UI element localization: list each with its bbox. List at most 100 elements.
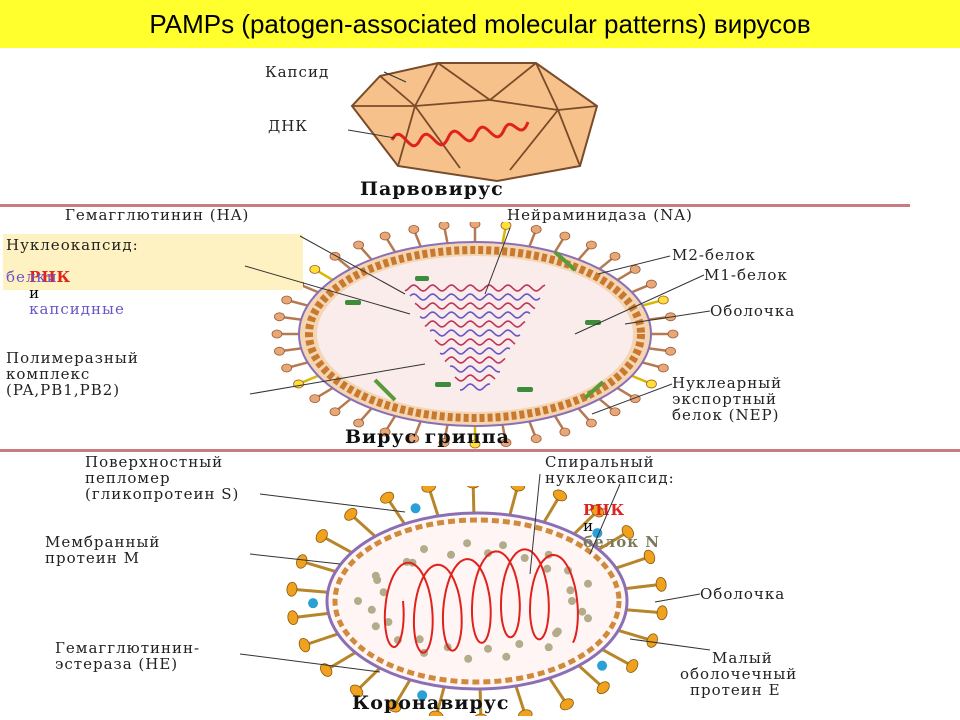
- s-spike-head: [559, 698, 574, 711]
- capsid-outline: [350, 62, 599, 183]
- s-spike: [577, 664, 605, 689]
- label-helical-1: Спиральный: [545, 453, 655, 471]
- s-spike: [301, 560, 337, 573]
- label-dna: ДНК: [268, 117, 308, 135]
- label-envelope-flu: Оболочка: [710, 302, 796, 320]
- rna-segment: [454, 374, 496, 382]
- n-protein: [584, 614, 592, 623]
- parvovirus-drawing: [347, 62, 599, 183]
- he-protein: [417, 690, 428, 701]
- n-protein: [566, 586, 575, 595]
- label-capsid: Капсид: [265, 63, 330, 81]
- n-protein: [463, 539, 472, 548]
- ha-spike-head: [309, 394, 321, 404]
- label-polymerase-1: Полимеразный: [6, 349, 139, 367]
- s-spike-head: [298, 637, 311, 653]
- label-capsid-proteins-2: белки: [6, 268, 58, 286]
- rna-segment: [419, 311, 531, 319]
- influenza-spikes: [271, 222, 679, 449]
- label-envelope-cov: Оболочка: [700, 585, 786, 603]
- label-polymerase-2: комплекс: [6, 365, 91, 383]
- n-protein: [367, 605, 376, 614]
- n-protein: [568, 597, 576, 605]
- ha-spike-head: [559, 427, 571, 437]
- m1-protein: [345, 300, 361, 305]
- n-protein: [371, 571, 380, 580]
- s-spike-head: [315, 529, 328, 543]
- s-spike-head: [465, 486, 481, 489]
- m1-protein: [435, 382, 451, 387]
- influenza-pointers: [244, 227, 711, 415]
- label-rna: РНК: [29, 268, 72, 286]
- n-protein: [502, 652, 511, 661]
- ha-spike-head: [379, 231, 391, 241]
- label-nucleocapsid: Нуклеокапсид:: [6, 236, 139, 254]
- ha-spike-head: [408, 224, 420, 234]
- he-protein: [308, 598, 319, 609]
- divider-2: [0, 449, 960, 452]
- label-peplomer-3: (гликопротеин S): [85, 485, 240, 503]
- s-spike-head: [510, 486, 526, 492]
- n-protein: [584, 579, 592, 588]
- ha-spike-head: [665, 346, 676, 356]
- m1-protein: [415, 276, 429, 281]
- dna-pointer: [347, 129, 396, 139]
- coronavirus-drawing: [286, 486, 668, 716]
- n-protein: [515, 640, 524, 648]
- m1-protein: [517, 387, 533, 392]
- label-e-1: Малый: [712, 649, 773, 667]
- ha-spike-head: [646, 279, 657, 289]
- label-e-2: оболочечный: [680, 665, 798, 683]
- n-protein: [384, 618, 393, 626]
- ha-spike-head: [309, 264, 321, 274]
- label-helical-2: нуклеокапсид:: [545, 469, 675, 487]
- rna-segment: [404, 284, 546, 292]
- label-nep-1: Нуклеарный: [672, 374, 783, 392]
- n-protein: [354, 597, 362, 605]
- s-spike: [321, 534, 353, 554]
- s-spike-head: [626, 659, 639, 673]
- ha-spike-head: [500, 222, 512, 230]
- label-membrane-1: Мембранный: [45, 533, 161, 551]
- s-spike-head: [380, 491, 395, 504]
- rna-segment: [409, 293, 541, 301]
- s-spike-head: [517, 709, 533, 716]
- ha-spike-head: [281, 363, 293, 373]
- ha-spike-head: [469, 439, 481, 449]
- n-protein: [447, 550, 455, 559]
- nucleocapsid-highlight: [3, 234, 303, 290]
- ha-spike-head: [438, 222, 450, 230]
- ha-spike-head: [657, 363, 669, 373]
- influenza-envelope: [305, 246, 645, 422]
- ha-spike-head: [585, 240, 597, 250]
- label-polymerase-3: (PA,PB1,PB2): [6, 381, 121, 399]
- s-spike-head: [349, 684, 364, 698]
- s-spike: [601, 648, 633, 668]
- label-nep-3: белок (NEP): [672, 406, 780, 424]
- s-spike: [349, 513, 377, 538]
- m2-channels: [373, 250, 605, 402]
- ha-spike-head: [500, 438, 512, 448]
- n-protein: [415, 635, 424, 644]
- ha-spike-head: [646, 379, 657, 389]
- label-capsid-proteins: капсидные: [29, 300, 125, 318]
- rna-segment: [449, 365, 501, 373]
- rna-segment: [459, 383, 491, 391]
- label-membrane-2: протеин М: [45, 549, 140, 567]
- n-protein: [520, 554, 529, 562]
- influenza-drawing: [271, 222, 679, 449]
- ha-spike-head: [408, 434, 420, 444]
- ha-spike-head: [609, 407, 621, 417]
- label-e-3: протеин Е: [690, 681, 781, 699]
- label-and: и: [29, 284, 41, 302]
- n-protein: [420, 545, 428, 554]
- s-spike-head: [344, 507, 358, 521]
- n-protein: [552, 629, 561, 638]
- label-nep-2: экспортный: [672, 390, 778, 408]
- n-protein: [499, 541, 507, 550]
- n-protein: [578, 607, 587, 616]
- label-and-cov: и: [583, 517, 595, 535]
- rna-segment: [424, 320, 526, 328]
- label-hemagglutinin: Гемагглютинин (HA): [65, 206, 250, 224]
- rna-segment: [434, 338, 516, 346]
